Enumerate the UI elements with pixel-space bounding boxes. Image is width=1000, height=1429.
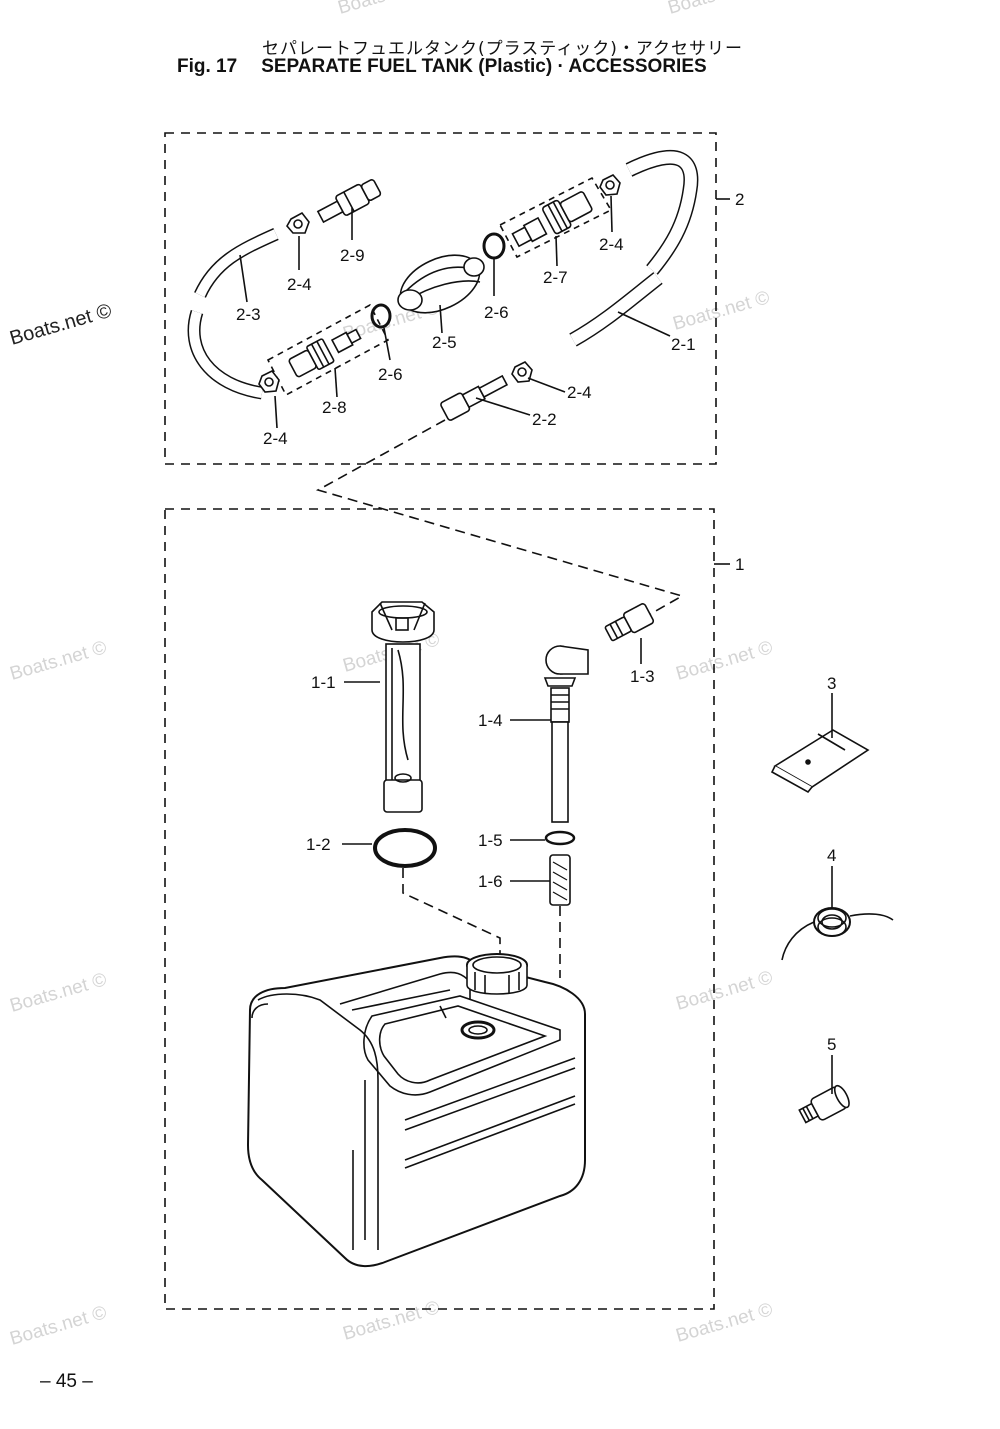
callout-1-1: 1-1: [311, 673, 336, 692]
connector-2-7: [511, 191, 593, 248]
clamp-2-4: [286, 211, 310, 234]
clip-3: [770, 729, 870, 794]
leader-line: [475, 397, 531, 416]
callout-3: 3: [827, 674, 836, 693]
callout-2-3: 2-3: [236, 305, 261, 324]
leader-line: [274, 395, 278, 429]
page-number: – 45 –: [40, 1371, 93, 1392]
figure-number: Fig. 17: [177, 56, 238, 77]
callout-1-3: 1-3: [630, 667, 655, 686]
primer-bulb-2-5: [397, 254, 485, 314]
connector-2-2: [440, 374, 509, 421]
clamp-2-4: [511, 361, 533, 383]
callout-2-2: 2-2: [532, 410, 557, 429]
gasket-1-2: [373, 828, 437, 868]
leader-line: [610, 195, 613, 233]
callout-2: 2: [735, 190, 744, 209]
hose-2-1: [569, 149, 699, 347]
callout-2-6: 2-6: [378, 365, 403, 384]
leader-line: [617, 311, 671, 337]
callout-1-4: 1-4: [478, 711, 503, 730]
callout-1: 1: [735, 555, 744, 574]
leader-line: [555, 235, 558, 267]
fitting-1-3: [604, 603, 655, 642]
watermark: Boats.net ©: [336, 0, 437, 19]
watermark: Boats.net ©: [666, 0, 767, 19]
callout-1-6: 1-6: [478, 872, 503, 891]
leader-line: [527, 377, 566, 393]
clamp-2-4: [599, 174, 621, 196]
leader-line: [439, 304, 443, 334]
watermark: Boats.net ©: [671, 287, 772, 335]
callout-2-6: 2-6: [484, 303, 509, 322]
hose-2-3: [187, 228, 279, 400]
ring-2-6-right: [482, 232, 506, 260]
watermark: Boats.net ©: [674, 637, 775, 685]
callout-labels: 2 2-1 2-2 2-3 2-4 2-4 2-4 2-4 2-5 2-6 2-…: [236, 190, 836, 1054]
callout-2-7: 2-7: [543, 268, 568, 287]
coil-4: [781, 907, 894, 961]
hose-assembly-group-box: [164, 132, 717, 465]
callout-5: 5: [827, 1035, 836, 1054]
adapter-5: [798, 1084, 850, 1124]
o-ring-1-5: [544, 830, 576, 846]
figure-title: Fig. 17 SEPARATE FUEL TANK (Plastic) · AC…: [177, 56, 707, 78]
connector-2-9: [316, 179, 382, 224]
watermark: Boats.net ©: [674, 967, 775, 1015]
fuel-pickup-1-4: [543, 645, 589, 823]
japanese-title: セパレートフュエルタンク(プラスティック)・アクセサリー: [262, 39, 744, 59]
watermark: Boats.net ©: [8, 969, 109, 1017]
callout-2-9: 2-9: [340, 246, 365, 265]
connection-line: [315, 419, 685, 621]
callout-1-5: 1-5: [478, 831, 503, 850]
fuel-tank: [246, 953, 586, 1268]
callout-2-4: 2-4: [567, 383, 592, 402]
fuel-tank-group-box: [164, 508, 715, 1310]
leader-line: [334, 367, 338, 398]
callout-2-4: 2-4: [599, 235, 624, 254]
clamp-2-4: [258, 369, 280, 393]
connector-2-7-box: [498, 176, 613, 259]
callout-2-4: 2-4: [287, 275, 312, 294]
callout-4: 4: [827, 846, 836, 865]
watermark: Boats.net ©: [674, 1299, 775, 1347]
callout-2-8: 2-8: [322, 398, 347, 417]
fuel-gauge-1-1: [371, 601, 435, 813]
leader-line: [239, 254, 248, 303]
watermark: Boats.net ©: [8, 1302, 109, 1350]
filter-1-6: [549, 854, 571, 906]
connector-2-8: [288, 328, 362, 378]
watermark: Boats.net ©: [7, 300, 114, 350]
callout-2-4: 2-4: [263, 429, 288, 448]
watermark: Boats.net ©: [341, 1297, 442, 1345]
figure-caption: SEPARATE FUEL TANK (Plastic) · ACCESSORI…: [261, 56, 707, 77]
callout-2-1: 2-1: [671, 335, 696, 354]
ring-2-6-left: [370, 303, 392, 329]
callout-1-2: 1-2: [306, 835, 331, 854]
callout-2-5: 2-5: [432, 333, 457, 352]
watermark: Boats.net ©: [8, 637, 109, 685]
connector-2-8-box: [266, 303, 390, 397]
